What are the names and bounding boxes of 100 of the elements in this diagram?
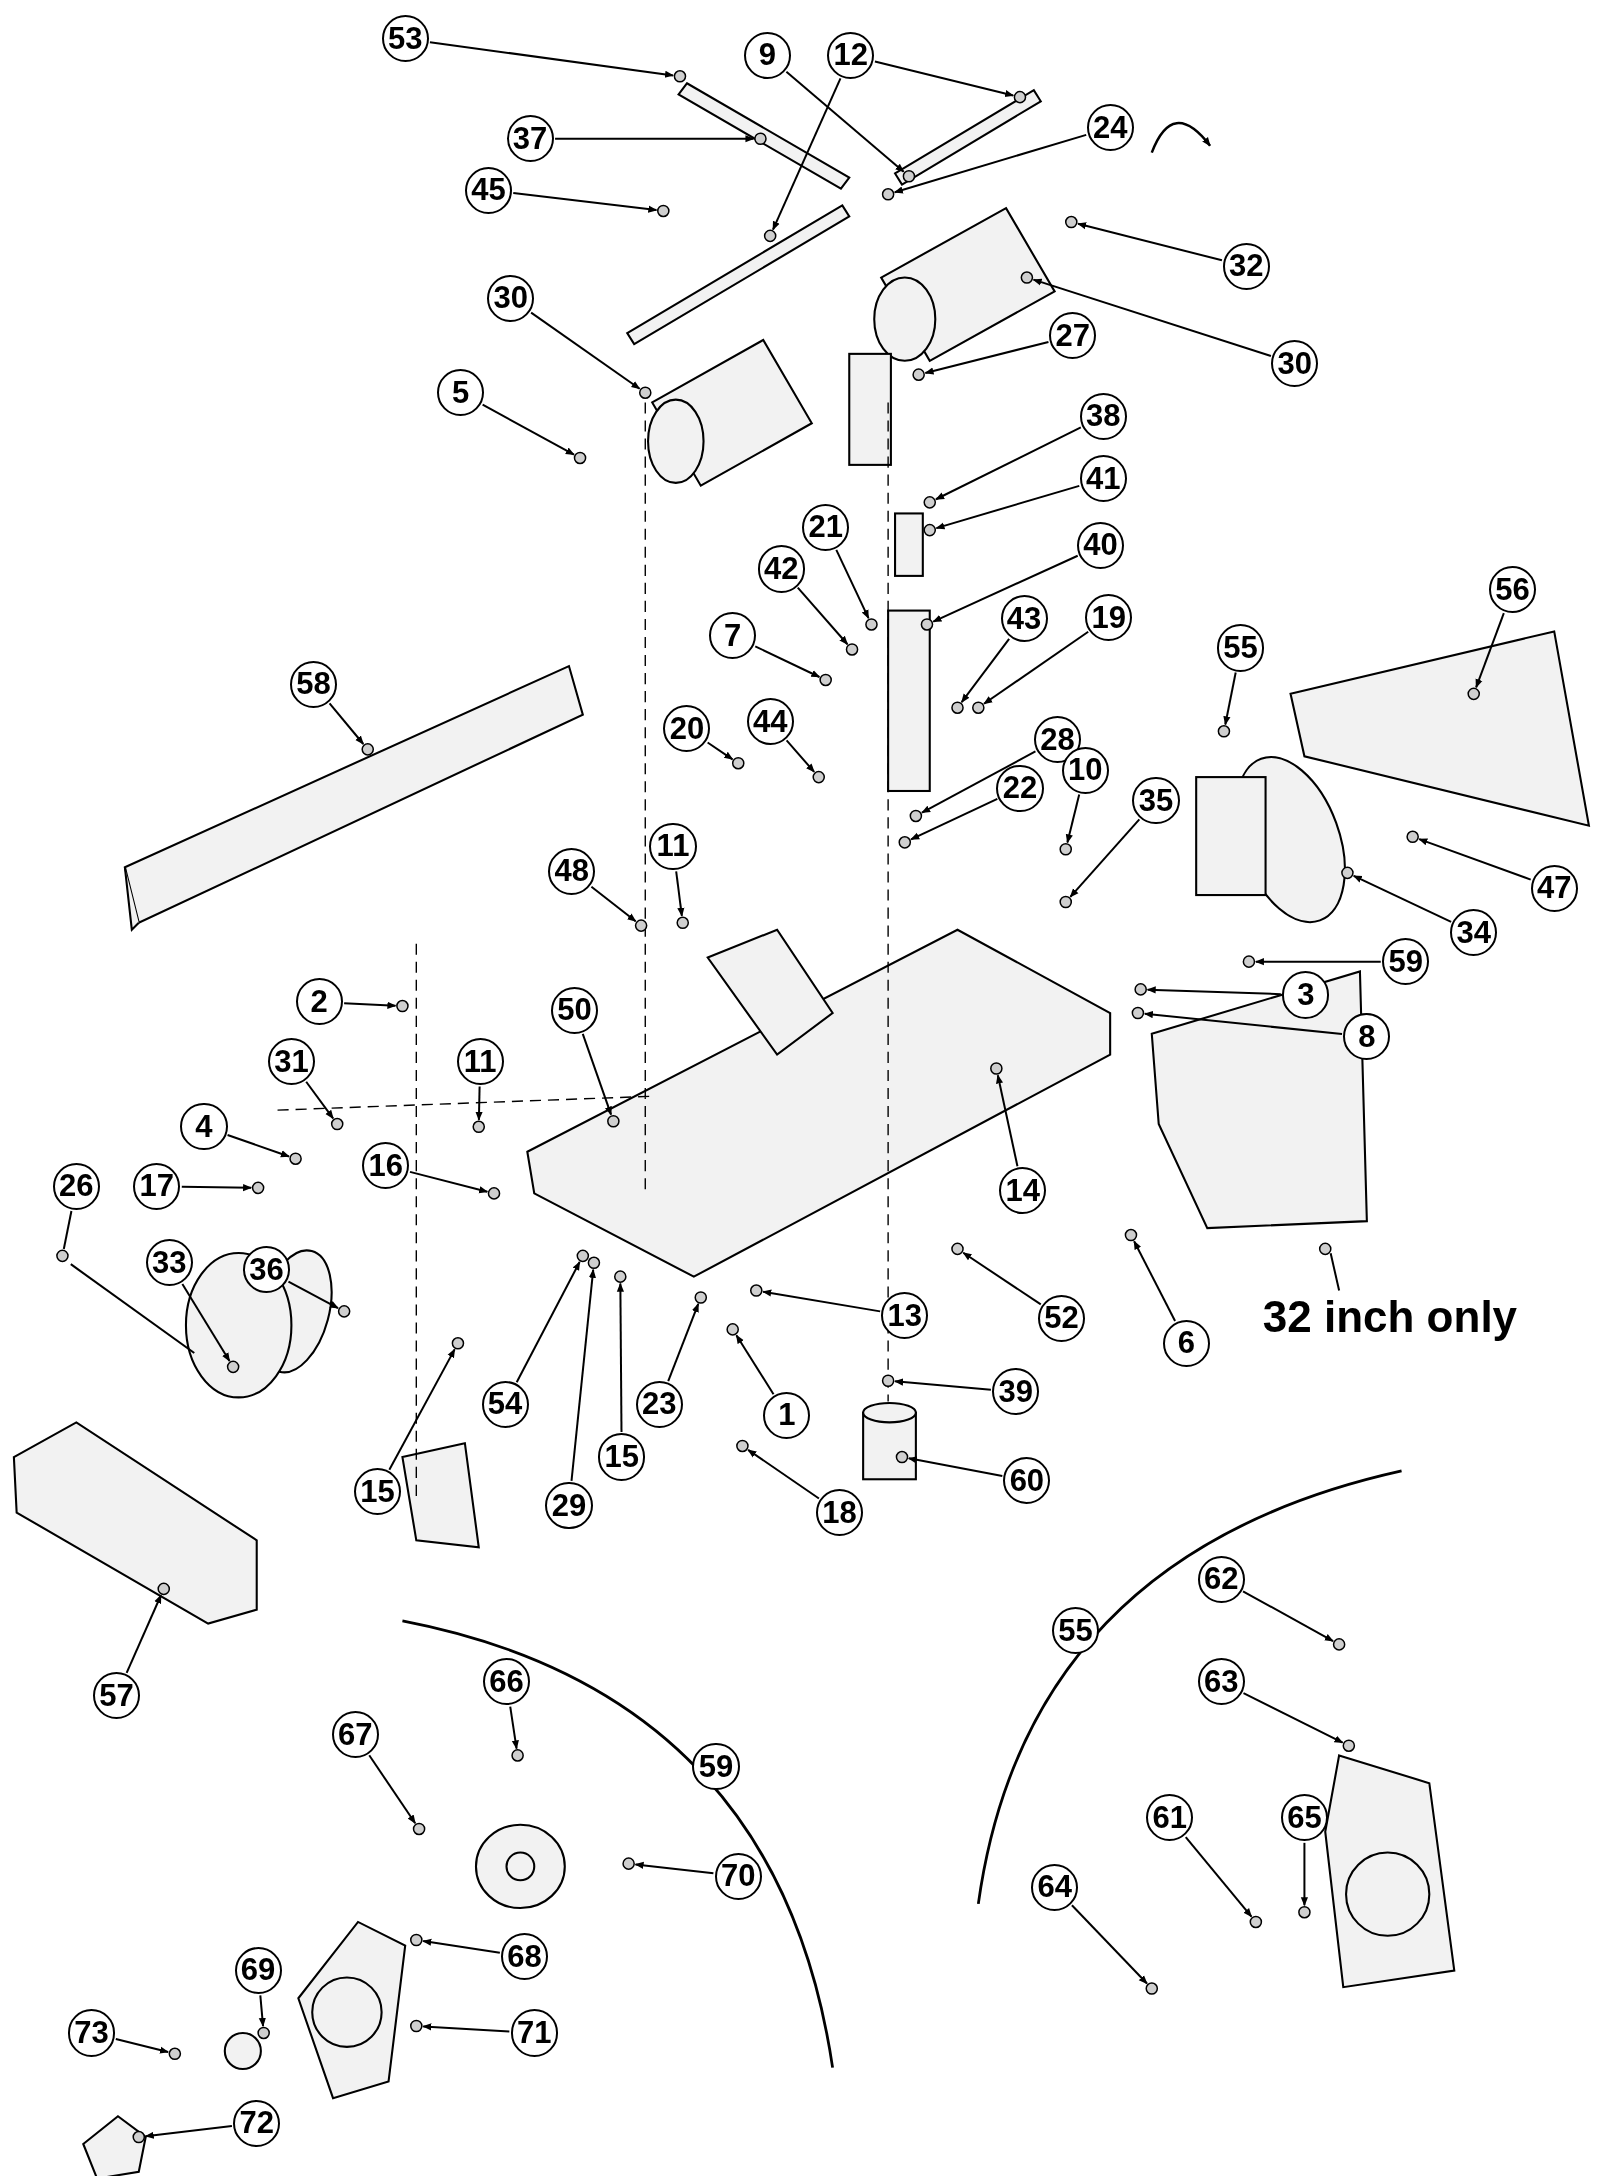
part-marker (657, 204, 670, 218)
leader-line (590, 885, 637, 923)
callout-number: 30 (1271, 339, 1319, 388)
leader-line (481, 403, 575, 456)
callout-number: 41 (1079, 455, 1127, 503)
leader-line (894, 1378, 992, 1391)
callout-number: 55 (1217, 624, 1265, 672)
callout-number: 16 (362, 1142, 410, 1190)
callout-number: 15 (598, 1433, 646, 1481)
part-marker (1341, 866, 1354, 880)
part-marker (951, 1242, 964, 1256)
leader-line (428, 41, 675, 78)
leader-line (1146, 986, 1282, 996)
callout-number: 1 (763, 1391, 811, 1439)
leader-line (762, 1289, 882, 1313)
leader-line (343, 1001, 397, 1009)
part-marker (1406, 830, 1419, 844)
leader-line (924, 340, 1050, 375)
part-marker (951, 701, 964, 714)
callout-number: 54 (481, 1380, 529, 1428)
callout-number: 17 (133, 1162, 181, 1211)
part-marker (819, 673, 832, 687)
part-marker (898, 836, 912, 849)
callout-number: 33 (145, 1239, 193, 1287)
part-marker (990, 1062, 1003, 1075)
callout-number: 43 (1000, 595, 1048, 643)
part-marker (1249, 1915, 1263, 1929)
part-marker (614, 1270, 627, 1283)
leader-line (530, 311, 641, 390)
leader-line (1475, 612, 1505, 689)
leader-line (114, 2038, 170, 2054)
callout-number: 44 (746, 698, 794, 746)
leader-line (934, 426, 1082, 501)
part-marker (511, 1749, 524, 1762)
leader-line (1223, 671, 1237, 726)
callout-number: 29 (545, 1482, 593, 1530)
leader-line (554, 135, 755, 143)
leader-line (1065, 793, 1081, 844)
leader-line (62, 1209, 73, 1251)
leader-line (1242, 1590, 1335, 1643)
callout-number: 20 (663, 704, 711, 753)
leader-line (1143, 1010, 1343, 1036)
leader-line (907, 1456, 1004, 1477)
part-marker (923, 523, 937, 537)
part-marker (1131, 1006, 1145, 1020)
callout-number: 7 (709, 611, 757, 660)
leader-line (509, 1705, 519, 1750)
part-marker (487, 1187, 501, 1200)
part-marker (622, 1857, 635, 1870)
callout-number: 21 (802, 503, 850, 551)
part-marker (1134, 983, 1147, 996)
leader-line (735, 1334, 775, 1396)
leader-line (1069, 818, 1141, 898)
leader-line (910, 797, 999, 841)
callout-number: 19 (1085, 593, 1133, 642)
part-marker (736, 1439, 749, 1453)
part-marker (881, 188, 895, 201)
part-marker (1065, 215, 1078, 229)
leader-line (772, 77, 842, 231)
part-marker (157, 1582, 171, 1596)
part-marker (694, 1291, 708, 1304)
part-marker (472, 1120, 486, 1134)
part-marker (410, 2019, 423, 2033)
leader-line (962, 1251, 1042, 1306)
part-marker (330, 1117, 344, 1131)
leader-line (754, 645, 821, 678)
part-marker (726, 1323, 739, 1336)
part-marker (673, 70, 687, 83)
part-marker (168, 2047, 182, 2061)
callout-number: 11 (456, 1038, 504, 1086)
leader-line (422, 1938, 501, 1954)
callout-number: 59 (1382, 938, 1430, 986)
callout-number: 13 (881, 1291, 929, 1340)
part-marker (881, 1374, 895, 1388)
part-marker (1242, 955, 1256, 968)
callout-number: 73 (68, 2009, 116, 2057)
callout-number: 61 (1146, 1794, 1194, 1842)
part-marker (865, 618, 878, 631)
callout-number: 12 (827, 31, 875, 80)
leader-line (1032, 278, 1272, 357)
callout-number: 23 (635, 1380, 683, 1428)
leader-line (1254, 958, 1382, 966)
leader-line (287, 1280, 340, 1310)
callout-number: 56 (1489, 566, 1537, 614)
leader-line (893, 133, 1088, 194)
callout-number: 64 (1031, 1863, 1079, 1911)
callout-number: 38 (1079, 392, 1127, 440)
callout-number: 27 (1049, 312, 1097, 360)
part-marker (226, 1360, 240, 1374)
callout-number: 63 (1197, 1658, 1245, 1706)
part-marker (731, 756, 745, 770)
part-marker (750, 1284, 763, 1297)
leader-line (515, 1261, 581, 1384)
part-marker (638, 386, 652, 399)
part-marker (412, 1822, 426, 1836)
part-marker (1059, 842, 1073, 856)
leader-line (706, 741, 734, 761)
leader-line (1077, 222, 1223, 262)
part-marker (451, 1337, 465, 1350)
callout-number: 3 (1282, 971, 1330, 1019)
